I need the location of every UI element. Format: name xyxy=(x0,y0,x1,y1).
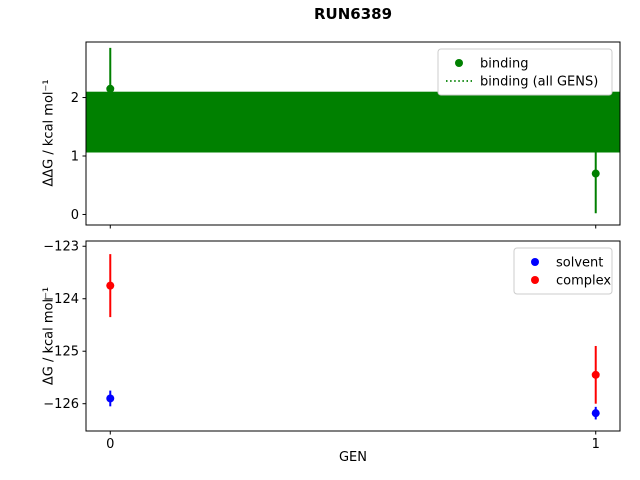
legend-label-complex: complex xyxy=(556,274,611,289)
legend-label-binding-all-gens: binding (all GENS) xyxy=(480,75,598,90)
y-tick-label: −126 xyxy=(43,397,79,412)
point-complex-1 xyxy=(591,370,600,379)
legend-box xyxy=(513,247,613,295)
y-tick-label: 1 xyxy=(71,150,79,165)
legend-label-binding: binding xyxy=(480,57,528,72)
y-tick-label: 2 xyxy=(71,91,79,106)
point-binding-0 xyxy=(106,84,115,93)
x-axis-label: GEN xyxy=(338,450,367,465)
legend-marker-solvent xyxy=(531,258,539,266)
x-tick-label: 1 xyxy=(592,437,600,452)
point-solvent-1 xyxy=(591,409,600,418)
y-tick-label: −124 xyxy=(43,292,79,307)
y-tick-label: −125 xyxy=(43,345,79,360)
subplot-ddg-vs-gen: 0 1 2 binding binding (all GENS) xyxy=(71,41,621,229)
y-tick-label: 0 xyxy=(71,208,79,223)
legend-marker-complex xyxy=(531,276,539,284)
figure-title: RUN6389 xyxy=(313,5,393,23)
confidence-band-binding-all-gens xyxy=(86,91,620,153)
axes-frame xyxy=(85,240,621,432)
point-complex-0 xyxy=(106,281,115,290)
legend-label-solvent: solvent xyxy=(556,256,603,271)
x-tick-label: 0 xyxy=(106,437,114,452)
y-tick-label: −123 xyxy=(43,240,79,255)
subplot-dg-vs-gen: −123 −124 −125 −126 0 1 solvent complex xyxy=(43,240,621,452)
axes-frame xyxy=(85,41,621,226)
point-solvent-0 xyxy=(106,394,115,403)
point-binding-1 xyxy=(591,169,600,178)
legend-box xyxy=(437,48,613,96)
legend-marker-binding xyxy=(455,59,463,67)
